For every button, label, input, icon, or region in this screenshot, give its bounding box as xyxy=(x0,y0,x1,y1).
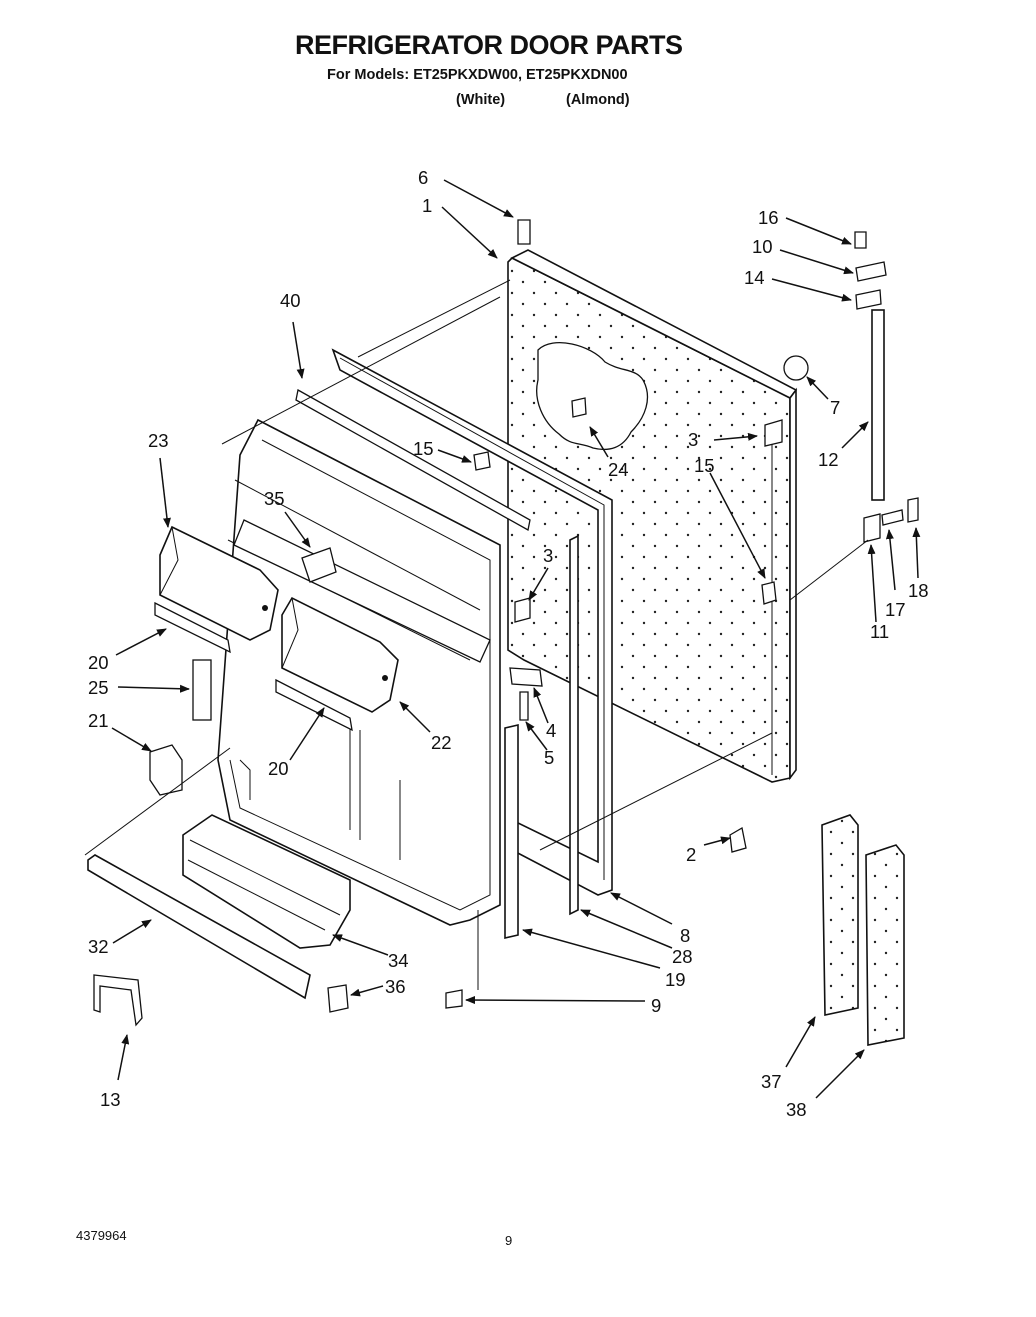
callout-label: 17 xyxy=(885,599,906,620)
foot-2 xyxy=(729,826,747,853)
callout-label: 19 xyxy=(665,969,686,990)
side-panel-38 xyxy=(865,844,905,1046)
callout-label: 11 xyxy=(870,621,889,642)
callout-label: 32 xyxy=(88,936,109,957)
shelf-bracket-25 xyxy=(192,659,212,721)
breaker-strip xyxy=(295,388,531,532)
door-shelf-22 xyxy=(281,596,399,713)
hinge-3b xyxy=(514,597,531,623)
document-number: 4379964 xyxy=(76,1228,127,1243)
screw-9 xyxy=(445,989,463,1009)
side-panel-37 xyxy=(821,814,859,1016)
bracket-35 xyxy=(301,547,337,583)
callout-label: 28 xyxy=(672,946,693,967)
trim-strip-19 xyxy=(504,723,519,940)
cap-18 xyxy=(907,497,919,523)
cap-7 xyxy=(783,355,809,381)
callout-label: 15 xyxy=(694,455,715,476)
screw-16 xyxy=(854,231,867,249)
callout-label: 34 xyxy=(388,950,409,971)
callout-label: 2 xyxy=(686,844,696,865)
callout-label: 38 xyxy=(786,1099,807,1120)
callout-label: 10 xyxy=(752,236,773,257)
bottom-shelf-32 xyxy=(87,854,311,1000)
screw-5 xyxy=(519,691,529,721)
end-cap-36 xyxy=(327,984,349,1013)
callout-label: 15 xyxy=(413,438,434,459)
variant-white: (White) xyxy=(456,92,506,108)
callout-label: 3 xyxy=(543,545,553,566)
plug-15b xyxy=(761,581,777,605)
callout-label: 14 xyxy=(744,267,765,288)
hinge-11 xyxy=(863,513,881,543)
callout-label: 22 xyxy=(431,732,452,753)
callout-label: 12 xyxy=(818,449,839,470)
callout-label: 7 xyxy=(830,397,840,418)
callout-label: 3 xyxy=(688,429,698,450)
callout-label: 21 xyxy=(88,710,109,731)
door-bin-34 xyxy=(182,814,351,949)
clip-13 xyxy=(93,974,143,1027)
callout-label: 24 xyxy=(608,459,629,480)
callout-label: 9 xyxy=(651,995,661,1016)
shelf-bracket-21 xyxy=(149,744,183,796)
callout-label: 23 xyxy=(148,430,169,451)
door-shelf-23 xyxy=(159,525,279,641)
callout-label: 40 xyxy=(280,290,301,311)
shelf-retainer-20b xyxy=(275,678,353,732)
bracket-24 xyxy=(571,397,587,418)
page-number: 9 xyxy=(505,1233,513,1248)
callout-labels: 6 1 16 10 14 40 7 23 15 3 24 12 15 35 3 … xyxy=(88,167,929,1120)
plug-15a xyxy=(473,451,491,471)
hinge-plate-4 xyxy=(509,667,543,687)
hinge-3a xyxy=(764,419,783,447)
models-line: For Models: ET25PKXDW00, ET25PKXDN00 xyxy=(327,67,628,83)
callout-label: 6 xyxy=(418,167,428,188)
leader-lines xyxy=(84,179,921,1099)
page-title: REFRIGERATOR DOOR PARTS xyxy=(295,30,683,60)
callout-label: 25 xyxy=(88,677,109,698)
bracket-14 xyxy=(855,289,882,310)
callout-label: 4 xyxy=(546,720,556,741)
callout-label: 37 xyxy=(761,1071,782,1092)
handle-strip-top xyxy=(871,309,885,501)
callout-label: 5 xyxy=(544,747,554,768)
callout-label: 18 xyxy=(908,580,929,601)
callout-label: 36 xyxy=(385,976,406,997)
variant-almond: (Almond) xyxy=(566,92,630,108)
callout-label: 8 xyxy=(680,925,690,946)
bracket-10 xyxy=(855,261,887,282)
screw-6 xyxy=(517,219,531,245)
callout-label: 1 xyxy=(422,195,432,216)
callout-label: 13 xyxy=(100,1089,121,1110)
trim-strip-28 xyxy=(569,534,579,916)
callout-label: 16 xyxy=(758,207,779,228)
callout-label: 20 xyxy=(88,652,109,673)
outer-door-panel xyxy=(507,249,798,783)
callout-label: 35 xyxy=(264,488,285,509)
pin-17 xyxy=(881,509,904,526)
shelf-retainer-20a xyxy=(154,601,231,654)
callout-label: 20 xyxy=(268,758,289,779)
